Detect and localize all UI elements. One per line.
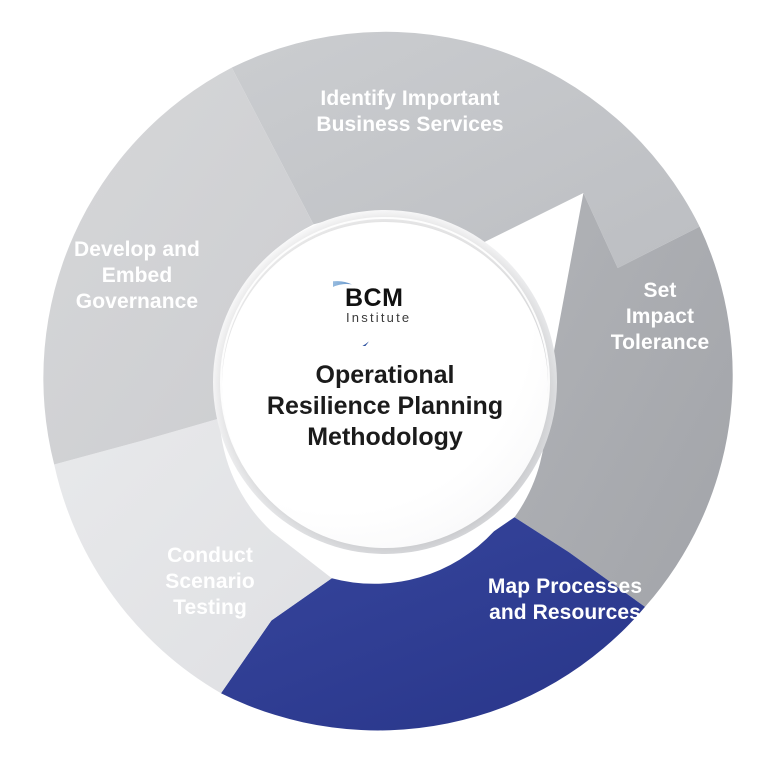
logo-svg: BCM Institute	[297, 281, 411, 360]
bcm-institute-logo: BCM Institute	[297, 254, 437, 360]
page-title: Operational Resilience Planning Methodol…	[266, 361, 504, 451]
logo-wordmark-primary: BCM	[345, 284, 403, 312]
segment-conduct-scenario-testing[interactable]	[54, 418, 332, 694]
segment-identify[interactable]	[231, 31, 700, 269]
logo-wordmark-secondary: Institute	[346, 310, 411, 325]
center-hub: BCM Institute Operational Resilience Pla…	[222, 222, 548, 548]
segment-develop-embed-governance[interactable]	[43, 67, 314, 465]
segment-map-processes[interactable]	[221, 517, 645, 731]
segment-set-impact-tolerance[interactable]	[514, 193, 733, 607]
